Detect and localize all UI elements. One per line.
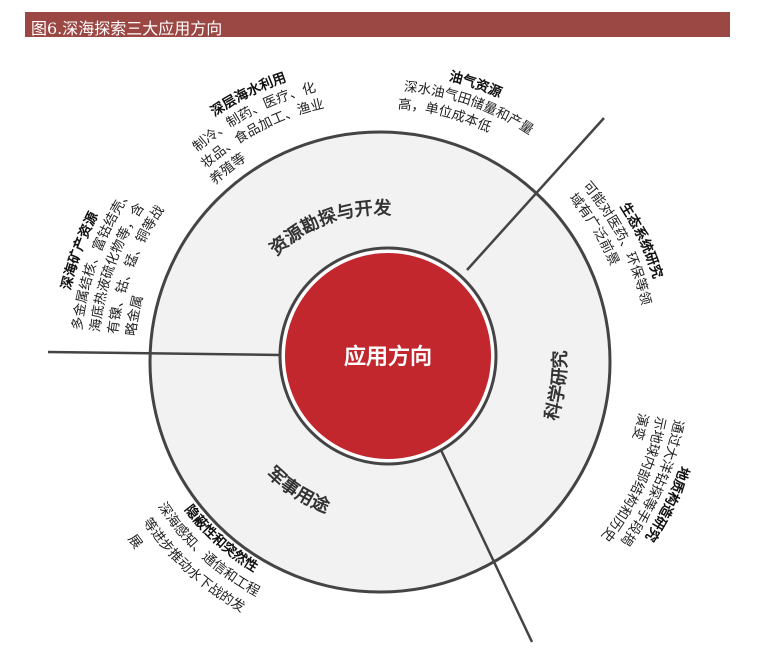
detail-oil-gas: 油气资源 深水油气田储量和产量 高，单位成本低 [397, 68, 536, 139]
figure-header: 图6.深海探索三大应用方向 [25, 12, 730, 38]
divider-upper-right [466, 117, 605, 271]
figure-title: 图6.深海探索三大应用方向 [31, 19, 223, 38]
divider-left [47, 350, 281, 357]
center-circle [285, 253, 491, 459]
divider-lower [438, 447, 534, 643]
detail-geology: 地质构造研究 通过大洋钻探等手段揭 示地球内部结构和历史 演变 [597, 411, 693, 548]
detail-minerals: 深海矿产资源 多金属结核、富钴结壳、 海底热液硫化物等，含 有镍、钴、锰、铜等战… [58, 186, 169, 337]
detail-line: 演变 [629, 411, 651, 441]
center-label: 应用方向 [344, 344, 432, 370]
detail-line: 展 [124, 532, 145, 552]
